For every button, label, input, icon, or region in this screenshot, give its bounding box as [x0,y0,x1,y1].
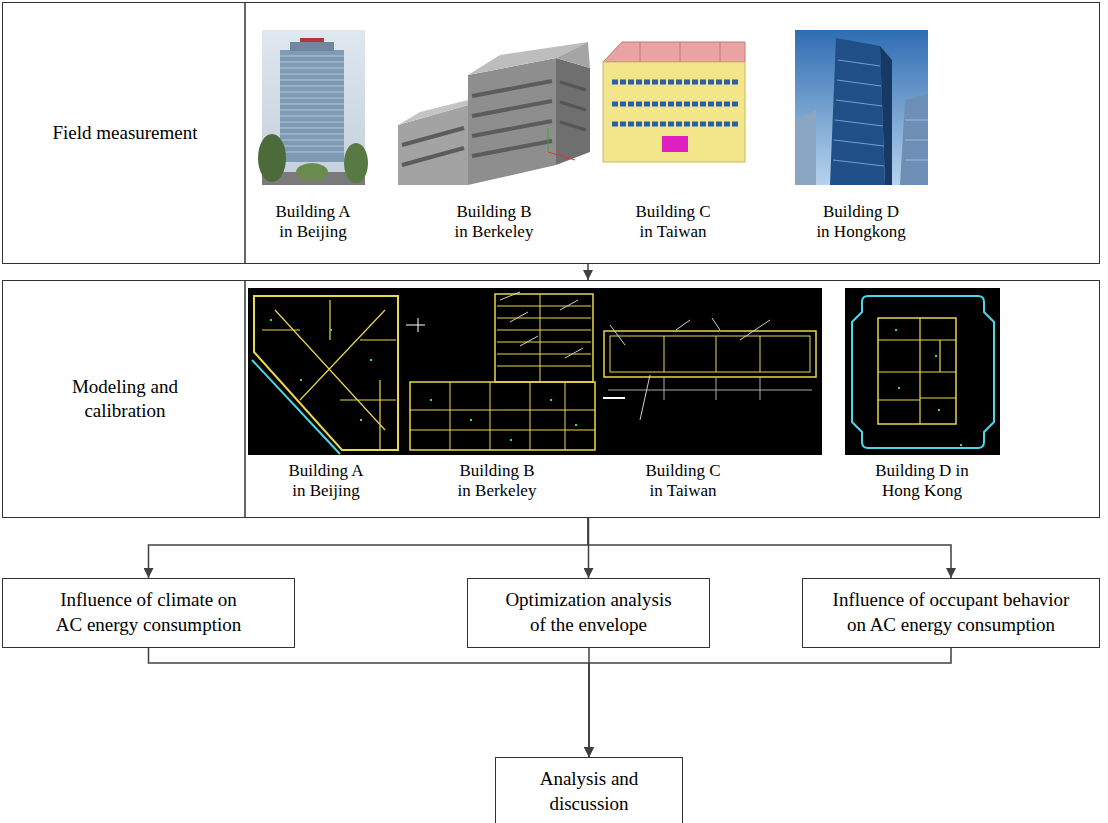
flow-connector [589,648,951,757]
image-caption: Building C in Taiwan [618,461,748,502]
flow-connector [588,518,951,578]
floor-plan [262,300,396,450]
building-photo [344,143,368,183]
floor-plan [497,294,591,382]
building-model [603,42,745,62]
floor-plan [406,318,425,332]
building-model [556,58,590,165]
floor-plan [608,377,812,400]
building-photo [258,134,286,182]
floor-plan [610,318,770,420]
floor-plan [852,296,994,448]
panel-divider [244,280,246,518]
node-text: Optimization analysis of the envelope [468,584,709,641]
building-model [560,82,586,130]
building-model [662,136,688,152]
image-caption: Building D in Hongkong [796,202,926,243]
floor-plan [404,288,600,455]
building-photo [905,120,928,160]
flow-connector [149,518,589,578]
floor-plan [895,330,962,445]
process-box: Optimization analysis of the envelope [467,578,710,648]
building-photo [795,110,816,185]
node-text: Modeling and calibration [50,375,200,423]
floor-plan [603,397,625,399]
building-photo [290,42,334,51]
building-model [398,42,590,185]
building-photo [258,30,368,185]
image-caption: Building A in Beijing [248,202,378,243]
floor-plan [600,288,822,455]
floor-plan [495,294,593,382]
floor-plan [845,288,1000,455]
floor-plan [500,292,583,358]
floor-plan [252,360,340,454]
flow-connector [149,648,590,757]
building-model [603,42,745,162]
image-caption: Building B in Berkeley [429,202,559,243]
building-model [640,42,720,62]
floor-plan [410,382,595,450]
floor-plan [404,288,600,455]
node-text: Field measurement [50,121,200,145]
floor-plan [878,318,956,424]
process-box: Analysis and discussion [495,757,683,823]
image-caption: Building D in Hong Kong [857,461,987,502]
node-text: Influence of climate on AC energy consum… [3,584,294,641]
floor-plan [604,331,816,377]
floor-plan [410,382,595,450]
floor-plan [845,288,1000,455]
building-photo [900,94,928,185]
process-box: Influence of climate on AC energy consum… [2,578,295,648]
floor-plan [254,296,398,450]
floor-plan [664,336,760,372]
floor-plan [610,336,810,372]
node-text: Analysis and discussion [496,763,682,820]
building-model [603,62,745,162]
floor-plan [270,320,372,420]
flow-connector [587,264,589,280]
process-box: Influence of occupant behavior on AC ene… [802,578,1100,648]
building-photo [795,30,928,185]
building-model [556,42,590,68]
floor-plan [600,288,822,455]
building-photo [795,30,928,185]
floor-plan [248,288,404,455]
node-text: Influence of occupant behavior on AC ene… [803,584,1099,641]
building-photo [830,38,885,185]
building-photo [300,38,324,42]
building-model [548,128,549,152]
stage-panel: Field measurement [2,2,1100,264]
floor-plan [248,288,404,455]
image-caption: Building B in Berkeley [432,461,562,502]
image-caption: Building A in Beijing [261,461,391,502]
building-model [612,82,738,124]
building-photo [833,60,884,166]
building-photo [296,163,328,181]
floor-plan [430,400,577,440]
building-model [402,81,552,165]
building-photo [880,46,892,185]
building-photo [280,56,344,152]
building-photo [280,50,344,162]
building-model [548,152,575,160]
floor-plan [878,318,956,424]
image-caption: Building C in Taiwan [608,202,738,243]
panel-divider [244,2,246,264]
